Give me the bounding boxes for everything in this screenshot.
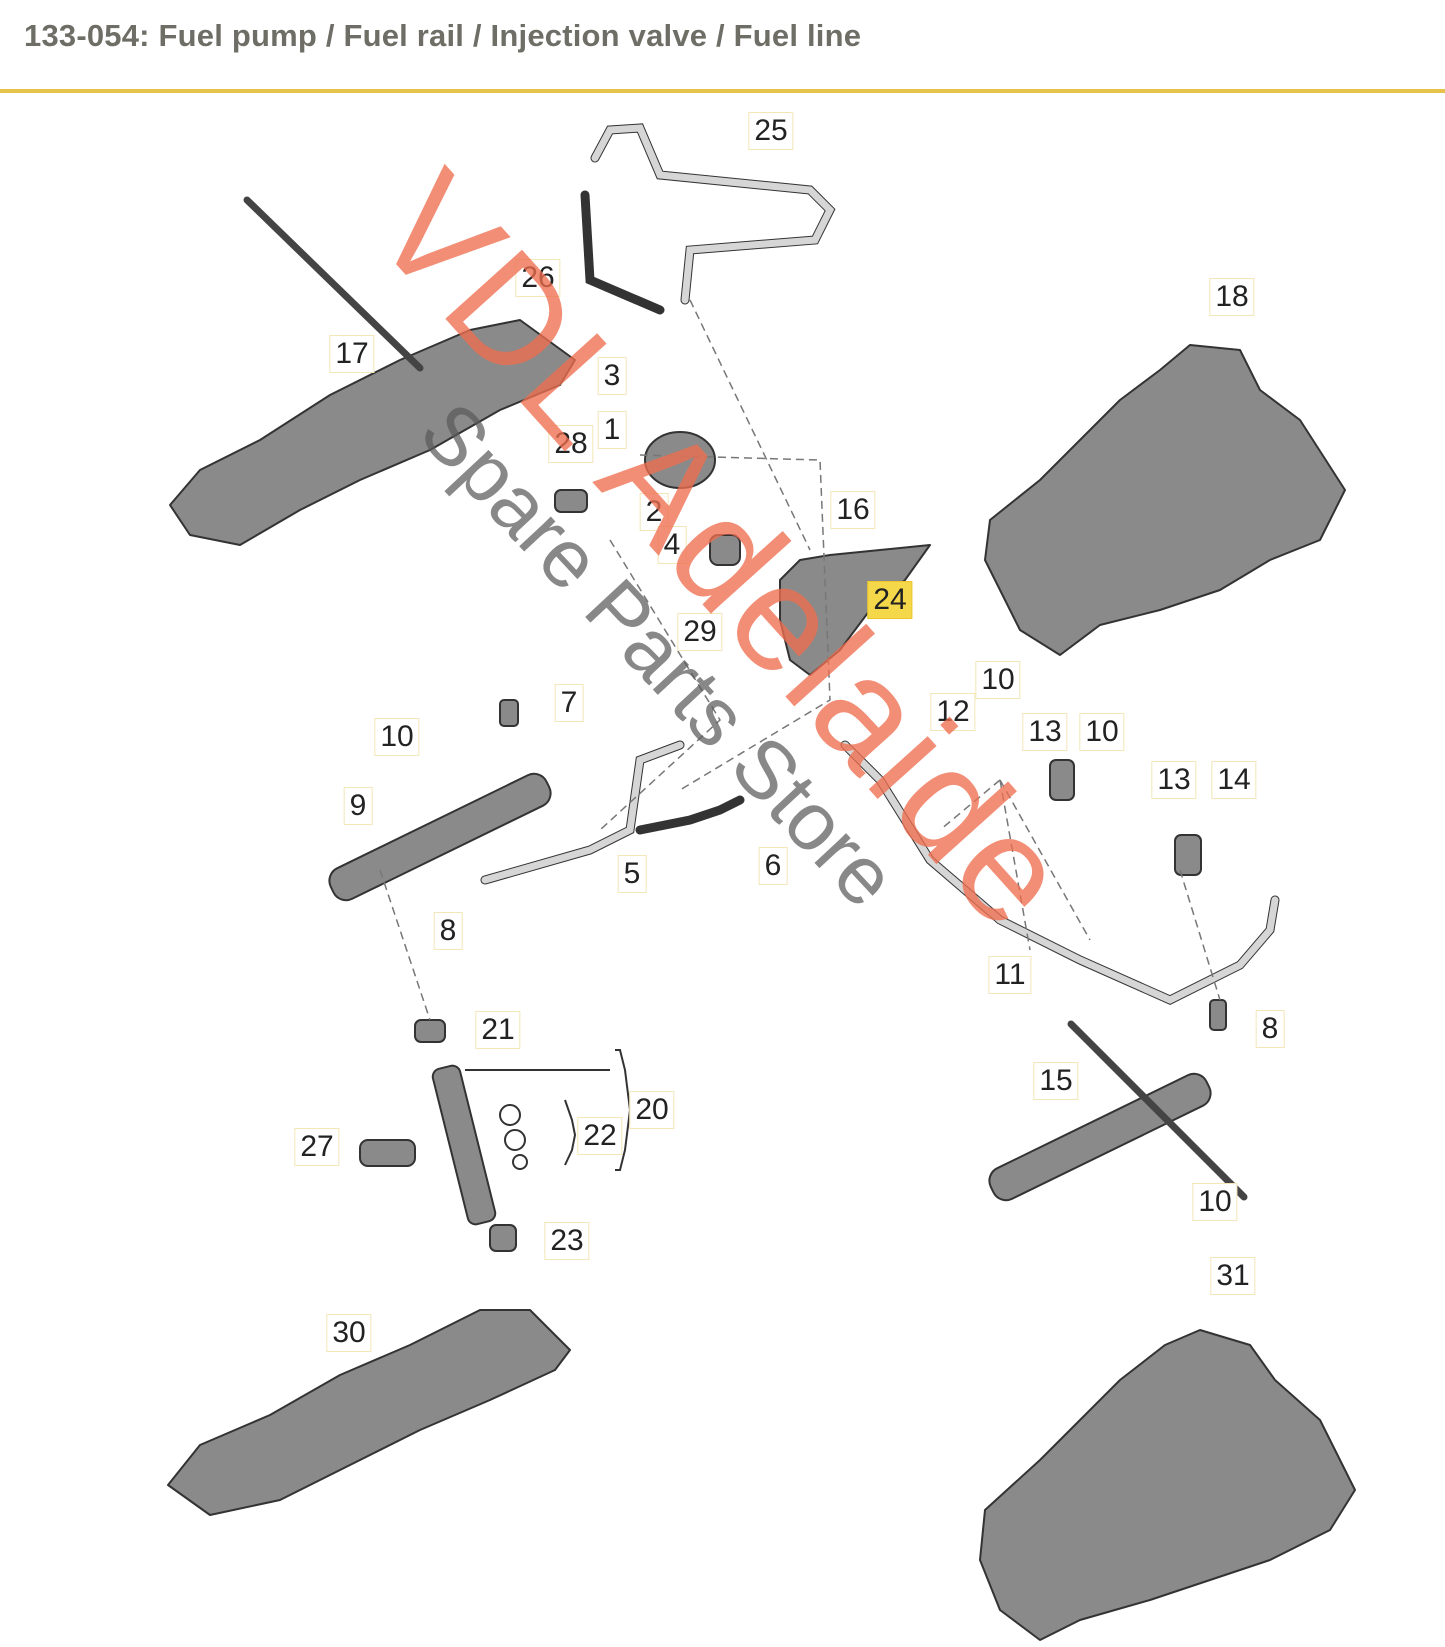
part-7 bbox=[499, 699, 519, 727]
callout-24[interactable]: 24 bbox=[867, 581, 913, 619]
callout-26[interactable]: 26 bbox=[515, 259, 561, 297]
part-intake-manifold-bottom bbox=[979, 1329, 1356, 1641]
callout-10[interactable]: 10 bbox=[1079, 713, 1125, 751]
part-13b bbox=[1174, 834, 1202, 876]
callout-2[interactable]: 2 bbox=[639, 493, 669, 531]
callout-31[interactable]: 31 bbox=[1210, 1257, 1256, 1295]
callout-25[interactable]: 25 bbox=[748, 112, 794, 150]
part-fuel-line-25 bbox=[590, 123, 836, 305]
callout-14[interactable]: 14 bbox=[1211, 761, 1257, 799]
callout-13[interactable]: 13 bbox=[1022, 713, 1068, 751]
watermark-slash-top bbox=[243, 196, 424, 372]
callout-3[interactable]: 3 bbox=[597, 357, 627, 395]
callout-16[interactable]: 16 bbox=[830, 491, 876, 529]
callout-15[interactable]: 15 bbox=[1033, 1062, 1079, 1100]
callout-21[interactable]: 21 bbox=[475, 1011, 521, 1049]
callout-5[interactable]: 5 bbox=[617, 855, 647, 893]
callout-18[interactable]: 18 bbox=[1209, 278, 1255, 316]
part-21 bbox=[414, 1019, 446, 1043]
part-fuel-line-26 bbox=[580, 190, 665, 315]
part-27 bbox=[359, 1139, 416, 1167]
callout-7[interactable]: 7 bbox=[554, 684, 584, 722]
callout-8[interactable]: 8 bbox=[433, 912, 463, 950]
part-intake-manifold-top bbox=[984, 344, 1346, 656]
callout-29[interactable]: 29 bbox=[677, 613, 723, 651]
part-engine-cover-left-top bbox=[169, 319, 576, 546]
callout-10[interactable]: 10 bbox=[374, 718, 420, 756]
part-high-pressure-pump bbox=[644, 431, 716, 489]
part-23 bbox=[489, 1224, 517, 1252]
page-title: 133-054: Fuel pump / Fuel rail / Injecti… bbox=[24, 18, 862, 53]
callout-20[interactable]: 20 bbox=[629, 1091, 675, 1129]
callout-1[interactable]: 1 bbox=[597, 411, 627, 449]
callout-12[interactable]: 12 bbox=[930, 693, 976, 731]
callout-28[interactable]: 28 bbox=[548, 425, 594, 463]
callout-22[interactable]: 22 bbox=[577, 1117, 623, 1155]
watermark-slash-bottom bbox=[1067, 1020, 1248, 1201]
part-injection-valve bbox=[431, 1064, 497, 1226]
part-13a bbox=[1049, 759, 1075, 801]
callout-6[interactable]: 6 bbox=[758, 847, 788, 885]
callout-23[interactable]: 23 bbox=[544, 1222, 590, 1260]
callout-27[interactable]: 27 bbox=[294, 1128, 340, 1166]
part-4 bbox=[709, 534, 741, 566]
callout-10[interactable]: 10 bbox=[1192, 1183, 1238, 1221]
part-fuel-rail-left bbox=[328, 772, 552, 902]
title-underline bbox=[0, 89, 1445, 93]
callout-13[interactable]: 13 bbox=[1151, 761, 1197, 799]
callout-10[interactable]: 10 bbox=[975, 661, 1021, 699]
callout-9[interactable]: 9 bbox=[343, 787, 373, 825]
part-8 bbox=[1209, 999, 1227, 1031]
callout-30[interactable]: 30 bbox=[326, 1314, 372, 1352]
callout-8[interactable]: 8 bbox=[1255, 1010, 1285, 1048]
part-engine-cover-left-bottom bbox=[167, 1309, 571, 1516]
callout-4[interactable]: 4 bbox=[657, 526, 687, 564]
callout-11[interactable]: 11 bbox=[988, 956, 1032, 994]
callout-17[interactable]: 17 bbox=[329, 335, 375, 373]
part-28 bbox=[554, 489, 588, 513]
